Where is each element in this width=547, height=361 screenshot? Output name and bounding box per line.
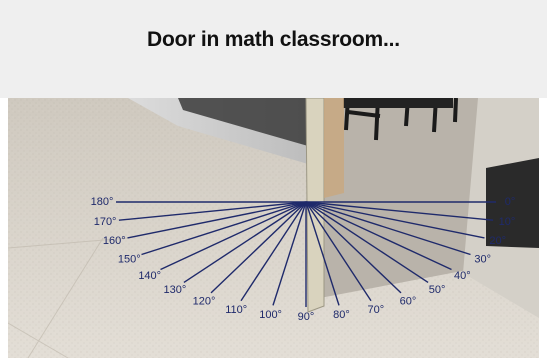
angle-line-80: [305, 201, 340, 306]
caption-bar: Door in math classroom...: [0, 0, 547, 98]
chair-seat: [343, 98, 453, 108]
angle-label-110: 110°: [225, 304, 247, 316]
angle-line-110: [240, 201, 307, 302]
angle-line-160: [127, 201, 307, 239]
angle-label-0: 0°: [505, 196, 516, 208]
angle-label-150: 150°: [118, 253, 141, 265]
angle-label-60: 60°: [400, 296, 417, 308]
angle-label-80: 80°: [333, 309, 350, 321]
angle-label-160: 160°: [103, 235, 126, 247]
angle-line-70: [305, 201, 372, 302]
room-floor: [320, 98, 478, 298]
angle-label-30: 30°: [474, 253, 491, 265]
angle-label-50: 50°: [429, 284, 446, 296]
door-face: [324, 98, 344, 198]
protractor-lines: [116, 201, 496, 307]
angle-label-40: 40°: [454, 270, 471, 282]
angle-label-10: 10°: [499, 216, 516, 228]
angle-label-90: 90°: [298, 311, 315, 323]
angle-line-100: [272, 201, 307, 306]
tile-seams: [8, 237, 129, 358]
bottom-strip: [0, 358, 547, 361]
protractor-labels: 0° 10° 20° 30°40° 50° 60° 70° 80° 90° 100° 110° 120…: [91, 196, 516, 323]
angle-line-40: [305, 201, 452, 271]
angle-label-20: 20°: [489, 235, 506, 247]
angle-line-170: [118, 201, 307, 221]
angle-line-10: [305, 201, 494, 221]
angle-label-170: 170°: [94, 216, 117, 228]
angle-label-100: 100°: [259, 309, 282, 321]
angle-line-60: [305, 201, 402, 294]
angle-label-120: 120°: [193, 296, 216, 308]
angle-label-140: 140°: [138, 270, 161, 282]
angle-line-150: [141, 201, 307, 256]
angle-label-130: 130°: [164, 284, 187, 296]
angle-line-30: [305, 201, 471, 256]
left-wall-baseboard: [178, 98, 308, 146]
angle-line-120: [210, 201, 307, 294]
meme-caption: Door in math classroom...: [147, 28, 400, 51]
door-frame-right-panel: [486, 158, 539, 248]
angle-line-130: [183, 201, 307, 283]
angle-line-50: [305, 201, 429, 283]
angle-line-20: [305, 201, 485, 239]
angle-line-140: [160, 201, 307, 271]
door-protractor-photo: 0° 10° 20° 30°40° 50° 60° 70° 80° 90° 100° 110° 120…: [8, 98, 539, 358]
angle-label-180: 180°: [91, 196, 114, 208]
angle-label-70: 70°: [367, 304, 384, 316]
